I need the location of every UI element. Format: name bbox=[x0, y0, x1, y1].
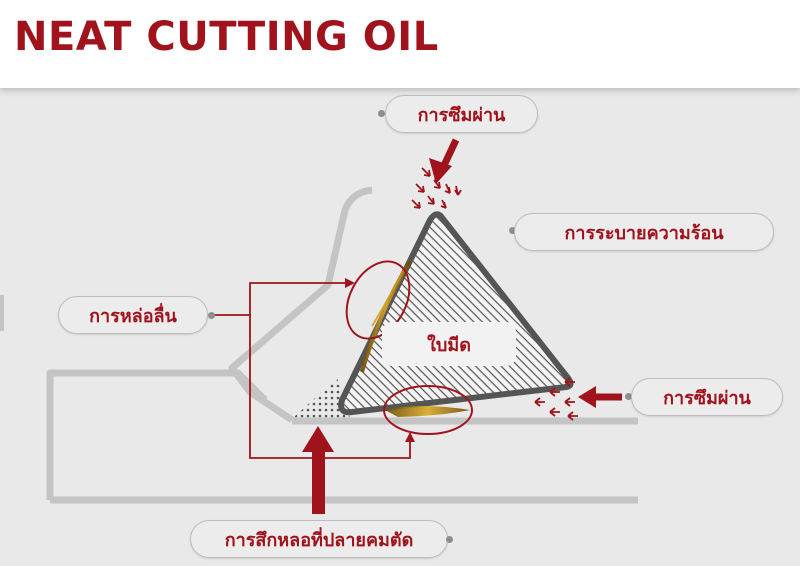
small-arrows-top bbox=[411, 167, 462, 209]
label-heat-dissipation-text: การระบายความร้อน bbox=[564, 222, 724, 244]
header-bar: NEAT CUTTING OIL bbox=[0, 0, 800, 88]
oil-film-left-2 bbox=[371, 269, 405, 327]
oil-film-bottom bbox=[385, 406, 470, 417]
label-edge-wear: การสึกหลอที่ปลายคมตัด bbox=[190, 520, 448, 558]
workpiece-outline bbox=[46, 369, 268, 500]
label-right-penetration-text: การซึมผ่าน bbox=[663, 387, 751, 409]
pointer-dot bbox=[378, 110, 385, 117]
big-arrow-top-head bbox=[429, 158, 452, 184]
connector-line bbox=[213, 282, 348, 316]
connector-arrowhead bbox=[405, 432, 415, 442]
chip-area bbox=[293, 378, 350, 418]
label-top-penetration-text: การซึมผ่าน bbox=[417, 104, 506, 126]
small-arrows-right bbox=[534, 377, 578, 421]
blade-label-text: ใบมีด bbox=[427, 334, 471, 356]
label-lubrication-text: การหล่อลื่น bbox=[89, 305, 177, 327]
label-top-penetration: การซึมผ่าน bbox=[385, 95, 538, 133]
pointer-dot bbox=[446, 536, 453, 543]
label-edge-wear-text: การสึกหลอที่ปลายคมตัด bbox=[224, 529, 414, 551]
big-arrow-right-head bbox=[578, 386, 596, 408]
lubrication-ellipse bbox=[345, 260, 411, 340]
label-right-penetration: การซึมผ่าน bbox=[631, 378, 783, 416]
tool-holder-outline bbox=[228, 186, 373, 423]
wear-ellipse bbox=[383, 385, 473, 435]
big-arrow-bottom-head bbox=[302, 426, 334, 452]
left-edge-marker bbox=[0, 295, 4, 331]
blade-label: ใบมีด bbox=[382, 322, 516, 366]
pointer-dot bbox=[208, 312, 215, 319]
page-title: NEAT CUTTING OIL bbox=[14, 14, 439, 60]
connector-arrowhead bbox=[345, 278, 355, 288]
big-arrow-bottom-shaft bbox=[312, 448, 325, 514]
pointer-dot bbox=[625, 393, 632, 400]
label-heat-dissipation: การระบายความร้อน bbox=[514, 213, 774, 251]
pointer-dot bbox=[509, 227, 516, 234]
connector-line bbox=[249, 315, 411, 459]
label-lubrication: การหล่อลื่น bbox=[58, 296, 208, 334]
